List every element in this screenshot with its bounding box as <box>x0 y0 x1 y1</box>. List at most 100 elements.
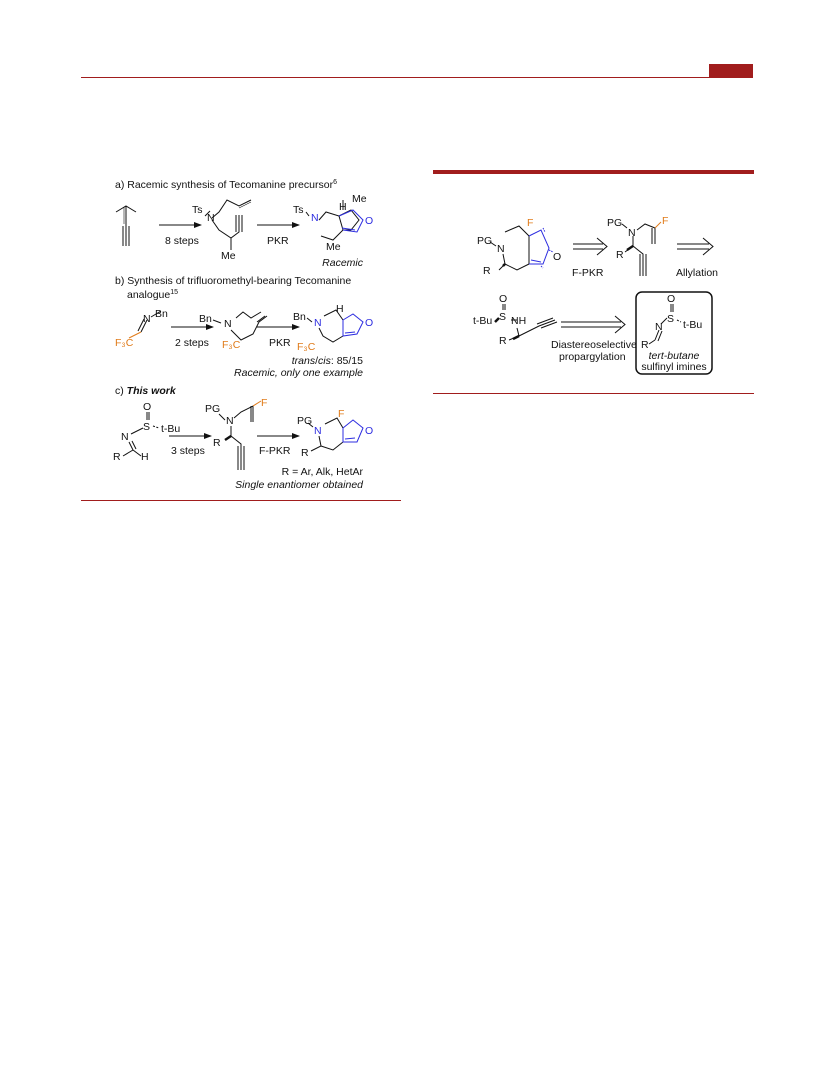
scheme-left-bottom-rule <box>81 500 401 501</box>
section-c-footer-2: Single enantiomer obtained <box>235 479 364 491</box>
molecule-b1 <box>128 310 162 339</box>
section-b-footer-1: trans/cis: 85/15 <box>292 355 363 367</box>
arrow-c1-label: 3 steps <box>171 445 205 457</box>
molecule-a2 <box>204 199 252 250</box>
atom-label: S <box>667 313 674 325</box>
atom-label: F₃C <box>222 339 241 351</box>
atom-label: R <box>483 265 491 277</box>
atom-label: Ts <box>192 204 203 216</box>
arrow-a2-label: PKR <box>267 235 289 247</box>
atom-label: Me <box>352 193 367 205</box>
section-c-title: c) This work <box>115 385 177 397</box>
scheme-right: PG N F O R F-PKR PG N F R Allylation <box>473 215 718 375</box>
sulfinyl-imine-box <box>635 291 713 375</box>
atom-label: F <box>261 397 267 409</box>
retro-arrow-3 <box>561 315 626 334</box>
atom-label: O <box>499 293 507 305</box>
atom-label: R <box>301 447 309 459</box>
atom-label: R <box>616 249 624 261</box>
section-b-title-2: analogue15 <box>127 289 178 301</box>
arrow-b1-label: 2 steps <box>175 337 209 349</box>
atom-label: NH <box>511 315 526 327</box>
atom-label: R <box>499 335 507 347</box>
scheme-left: a) Racemic synthesis of Tecomanine precu… <box>113 179 373 491</box>
atom-label: N <box>121 431 129 443</box>
molecule-b3 <box>306 309 344 343</box>
atom-label: N <box>314 317 322 329</box>
atom-label: N <box>226 415 234 427</box>
molecule-c3 <box>307 417 344 452</box>
scheme-right-top-rule <box>433 170 754 174</box>
atom-label: F <box>662 215 668 227</box>
atom-label: Bn <box>155 308 168 320</box>
retro-arrow-3-label-2: propargylation <box>559 351 626 363</box>
atom-label: PG <box>297 415 312 427</box>
retro-arrow-2 <box>677 237 714 256</box>
section-a-footer: Racemic <box>322 257 364 269</box>
section-b-title-1: b) Synthesis of trifluoromethyl-bearing … <box>115 275 351 287</box>
molecule-r2 <box>621 221 662 276</box>
atom-label: F₃C <box>115 337 134 349</box>
atom-label: H <box>339 201 347 213</box>
arrow-a1-label: 8 steps <box>165 235 199 247</box>
atom-label: H <box>141 451 149 463</box>
section-b-footer-2: Racemic, only one example <box>234 367 363 379</box>
atom-label: R <box>113 451 121 463</box>
retro-arrow-2-label: Allylation <box>676 267 718 279</box>
retro-arrow-1 <box>573 237 608 256</box>
box-label-2: sulfinyl imines <box>641 361 706 373</box>
section-c-footer-1: R = Ar, Alk, HetAr <box>282 466 364 478</box>
atom-label: N <box>207 212 215 224</box>
atom-label: N <box>143 313 151 325</box>
atom-label: Me <box>221 250 236 262</box>
retro-arrow-1-label: F-PKR <box>572 267 604 279</box>
atom-label: S <box>499 311 506 323</box>
atom-label: Ts <box>293 204 304 216</box>
atom-label: N <box>628 227 636 239</box>
atom-label: N <box>497 243 505 255</box>
retro-arrow-3-label-1: Diastereoselective <box>551 339 637 351</box>
header-rule <box>81 77 753 78</box>
molecule-a3 <box>305 200 360 241</box>
atom-label: PG <box>477 235 492 247</box>
molecule-r4 <box>648 304 682 345</box>
atom-label: O <box>365 425 373 437</box>
arrow-c2-label: F-PKR <box>259 445 291 457</box>
atom-label: t-Bu <box>473 315 492 327</box>
atom-label: O <box>143 401 151 413</box>
atom-label: O <box>365 317 373 329</box>
atom-label: O <box>667 293 675 305</box>
atom-label: F <box>338 408 344 420</box>
molecule-c1 <box>122 412 160 457</box>
atom-label: F <box>527 217 533 229</box>
atom-label: O <box>553 251 561 263</box>
atom-label: H <box>336 303 344 315</box>
atom-label: PG <box>205 403 220 415</box>
atom-label: Bn <box>293 311 306 323</box>
atom-label: Me <box>326 241 341 253</box>
molecule-b2 <box>212 311 268 341</box>
header-tab <box>709 64 753 77</box>
atom-label: N <box>314 425 322 437</box>
atom-label: t-Bu <box>161 423 180 435</box>
atom-label: Bn <box>199 313 212 325</box>
atom-label: N <box>311 212 319 224</box>
atom-label: S <box>143 421 150 433</box>
atom-label: N <box>224 318 232 330</box>
atom-label: O <box>365 215 373 227</box>
box-label-1: tert-butane <box>649 350 700 362</box>
atom-label: N <box>655 321 663 333</box>
arrow-b2-label: PKR <box>269 337 291 349</box>
atom-label: PG <box>607 217 622 229</box>
molecule-r3 <box>494 304 558 341</box>
molecule-c2 <box>218 400 262 470</box>
atom-label: R <box>213 437 221 449</box>
atom-label: F₃C <box>297 341 316 353</box>
atom-label: t-Bu <box>683 319 702 331</box>
molecule-r1 <box>489 225 530 271</box>
scheme-right-bottom-rule <box>433 393 754 394</box>
molecule-a1 <box>115 205 137 246</box>
atom-label: R <box>641 339 649 351</box>
section-a-title: a) Racemic synthesis of Tecomanine precu… <box>115 179 337 191</box>
